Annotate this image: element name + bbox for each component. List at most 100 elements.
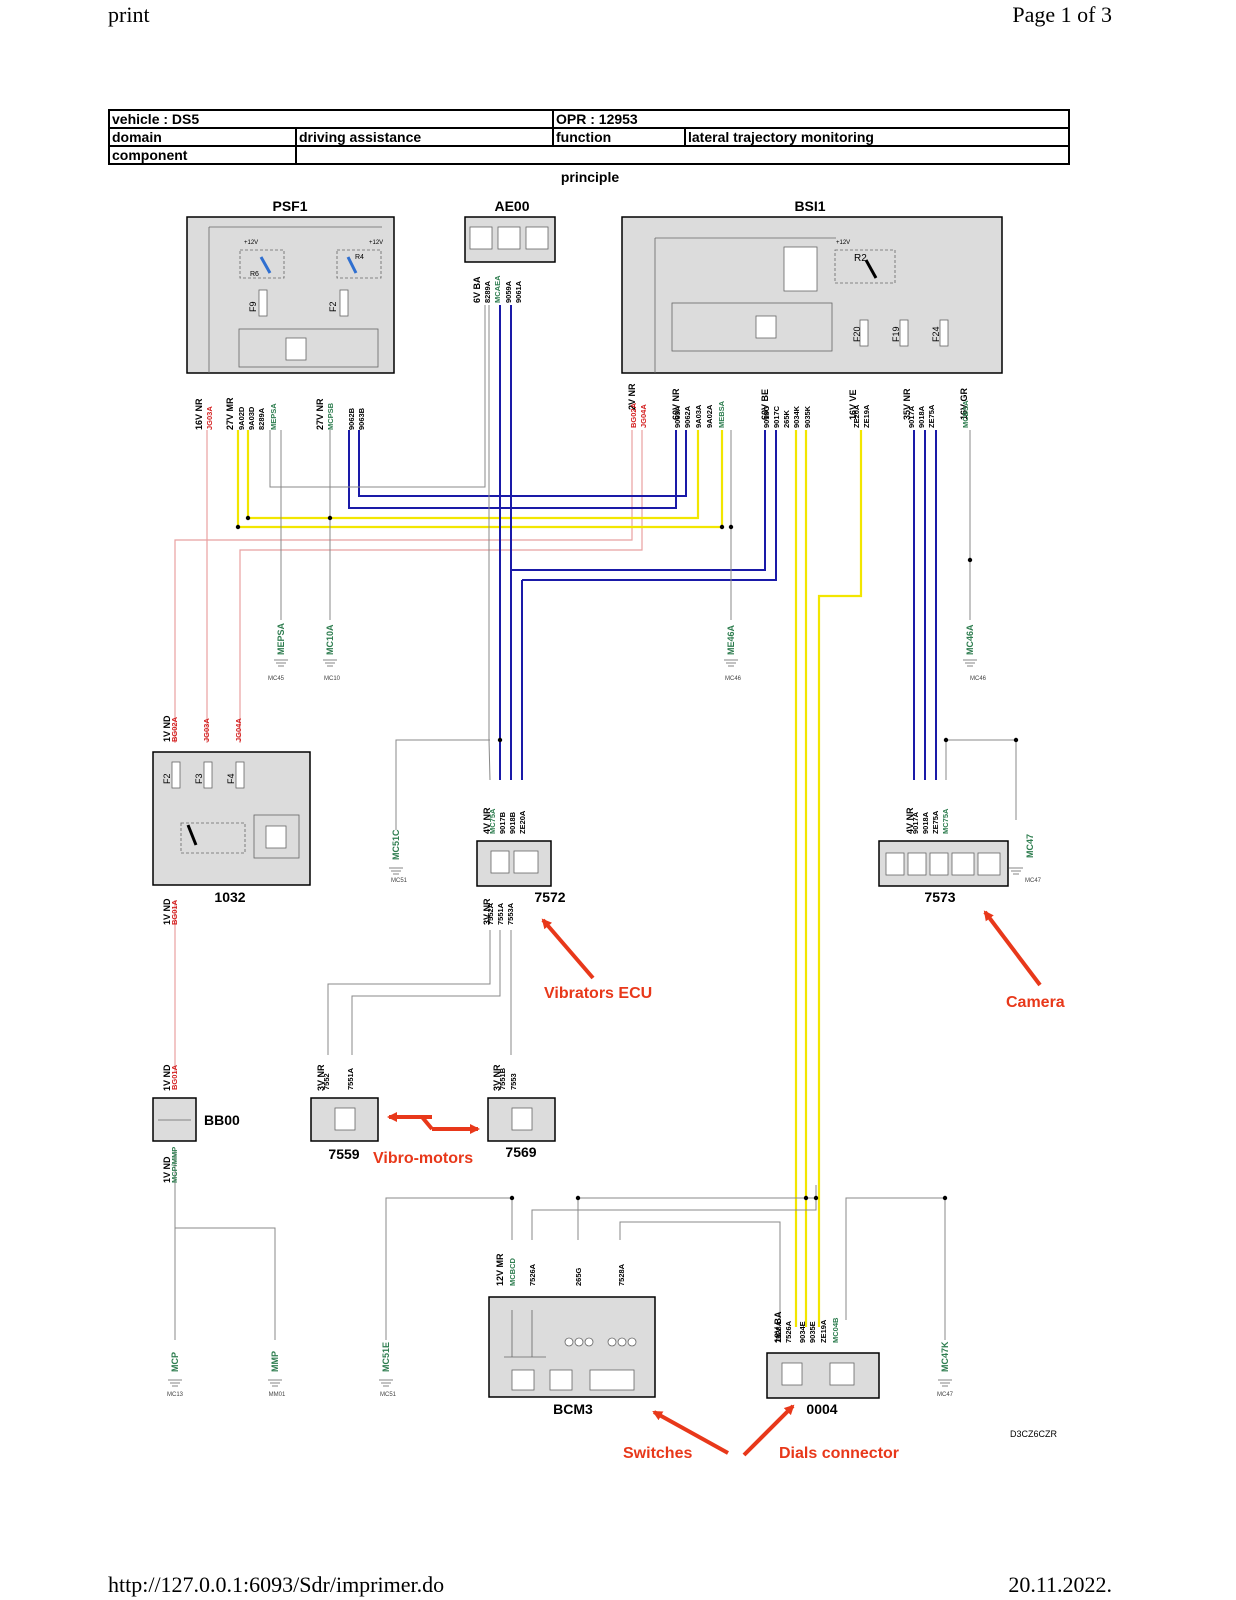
wires-grey [174, 305, 1017, 1340]
wire-label: 9017A [911, 811, 920, 834]
wire-label: 9062B [347, 407, 356, 430]
connector-label: 60V BE [760, 389, 770, 420]
wire-label: 9018C [762, 405, 771, 428]
footer-date: 20.11.2022. [1008, 1572, 1112, 1597]
wire-label: 9A02A [705, 404, 714, 428]
connector-label: 4V NR [905, 807, 915, 834]
fuse-label: F2 [328, 301, 338, 312]
dials-connector-annotation: Dials connector [779, 1445, 899, 1462]
vibro-motors-annotation: Vibro-motors [373, 1150, 473, 1167]
camera-annotation: Camera [1006, 994, 1065, 1011]
wire-label: 9034E [798, 1321, 807, 1343]
ground-code: MC46 [970, 676, 987, 682]
bcm3-name: BCM3 [553, 1401, 593, 1417]
page-number: Page 1 of 3 [1012, 2, 1112, 27]
ground-label: MC47K [940, 1341, 950, 1372]
connector-label: 16V NR [194, 398, 204, 430]
wire-label: 7528A [617, 1263, 626, 1286]
ground-code: MC46 [725, 676, 742, 682]
wire-label: JG03A [202, 718, 211, 742]
vibrators-ecu-arrow [541, 918, 595, 980]
wire-label: 7551A [496, 902, 505, 925]
fuse-label: F9 [248, 301, 258, 312]
wire-label: 9017B [498, 811, 507, 834]
wire-label: MCAEA [493, 275, 502, 303]
view-title: principle [561, 169, 620, 185]
bb00-name: BB00 [204, 1112, 240, 1128]
connector-label: 3V NR [492, 1064, 502, 1091]
connector-label: 16V GR [959, 387, 969, 420]
wire-label: ZE19A [862, 404, 871, 428]
connector-label: 60V NR [671, 388, 681, 420]
fuse-label: F24 [931, 326, 941, 342]
wire-label: 9035K [803, 405, 812, 428]
wire-label: BG01A [170, 1064, 179, 1090]
ground-codes: MC45 MC10 MC46 MC46 MC51 MC47 MC13 MM01 … [167, 676, 1042, 1398]
connector-label: 4V NR [482, 807, 492, 834]
junction-dots [235, 515, 1019, 1201]
wire-label: 9059A [504, 280, 513, 303]
component-value [295, 145, 1070, 165]
wire-label: MEBSA [717, 400, 726, 428]
wire-label: 9062A [683, 405, 692, 428]
print-label: print [108, 2, 150, 27]
bb00-box [152, 1097, 197, 1142]
connector-label: 1V ND [162, 715, 172, 742]
wire-label: 9035E [808, 1321, 817, 1343]
c0004-name: 0004 [806, 1401, 837, 1417]
wire-label: 7528A [774, 1320, 783, 1343]
switches-arrow [652, 1410, 729, 1455]
wires-red [174, 430, 643, 1073]
wire-label: 9018A [917, 405, 926, 428]
wire-label: 9034K [792, 405, 801, 428]
wire-label: MCBSA [961, 400, 970, 428]
wire-label: 7526A [784, 1320, 793, 1343]
connector-label: 27V NR [315, 398, 325, 430]
connector-label: 1V ND [162, 898, 172, 925]
wire-label: MEPSA [269, 403, 278, 430]
connector-label: 1V ND [162, 1064, 172, 1091]
connector-labels: 16V NR 27V MR 27V NR 6V BA 2V NR 60V NR … [162, 276, 969, 1343]
wire-label: ZE20A [852, 404, 861, 428]
footer-url: http://127.0.0.1:6093/Sdr/imprimer.do [108, 1572, 445, 1597]
wire-label: MC75A [941, 808, 950, 834]
opr-cell: OPR : 12953 [552, 109, 1070, 129]
vehicle-cell: vehicle : DS5 [108, 109, 554, 129]
wire-label: 7551A [346, 1067, 355, 1090]
wires-blue [348, 305, 937, 780]
psf1-name: PSF1 [272, 198, 307, 214]
connector-label: 2V NR [627, 383, 637, 410]
wire-label: 9A02D [237, 406, 246, 430]
connector-label: 3V NR [316, 1064, 326, 1091]
c7569-name: 7569 [505, 1144, 536, 1160]
ground-code: MC51 [391, 878, 408, 884]
ground-code: MC47 [937, 1392, 954, 1398]
ground-code: MC51 [380, 1392, 397, 1398]
c7572-name: 7572 [534, 889, 565, 905]
supply-label: +12V [244, 240, 258, 246]
wire-label: 9017A [907, 405, 916, 428]
ae00-name: AE00 [494, 198, 529, 214]
wire-label: ZE75A [927, 404, 936, 428]
wire-label: JG03A [205, 406, 214, 430]
wire-label: BG01A [170, 899, 179, 925]
wire-label: 7526A [528, 1263, 537, 1286]
supply-label: +12V [836, 240, 850, 246]
ground-labels: MEPSA MC10A ME46A MC46A MC51C MC47 MCP M… [170, 622, 1035, 1372]
ground-code: MC10 [324, 676, 341, 682]
wire-label: BG02A [170, 716, 179, 742]
component-label: component [108, 145, 297, 165]
ground-code: MM01 [269, 1392, 286, 1398]
wire-label: 9017C [772, 405, 781, 428]
wire-label: 7553 [509, 1073, 518, 1090]
wire-label: 9018B [508, 811, 517, 834]
domain-label: domain [108, 127, 297, 147]
connector-label: 1V ND [162, 1156, 172, 1183]
ground-label: MC51E [381, 1342, 391, 1372]
wire-label: JG04A [639, 404, 648, 428]
wires-yellow [236, 430, 863, 1327]
annotation-arrows [387, 910, 1042, 1457]
vibrators-ecu-annotation: Vibrators ECU [544, 985, 652, 1002]
wire-label: 9063B [357, 407, 366, 430]
